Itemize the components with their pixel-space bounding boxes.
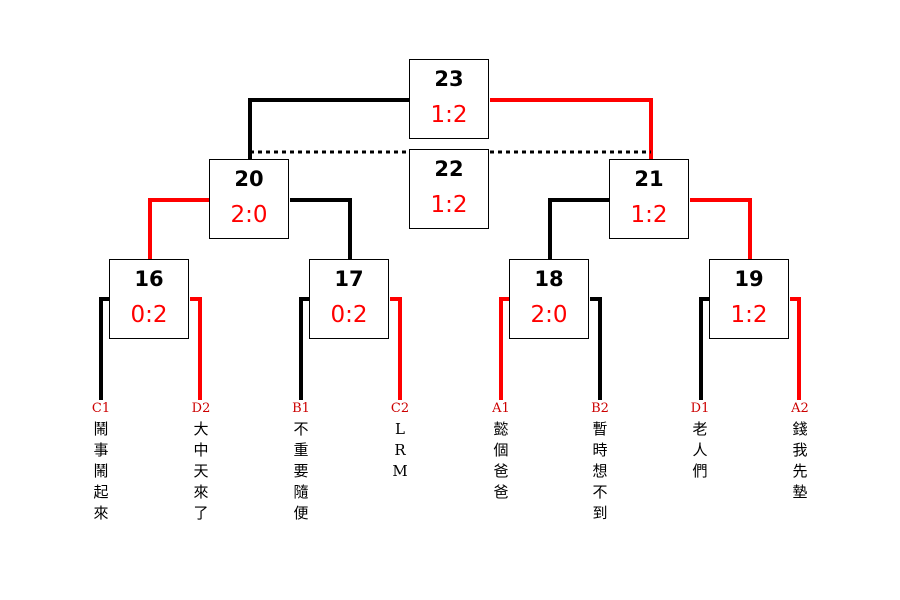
match-box-19: 19 1:2 bbox=[709, 259, 789, 339]
team-name-char: 中 bbox=[193, 441, 209, 459]
team-name-char: 時 bbox=[592, 441, 608, 459]
team-label-b2: B2 暫時想不到 bbox=[588, 398, 612, 524]
team-label-d1: D1 老人們 bbox=[688, 398, 712, 482]
team-name-char: 起 bbox=[93, 483, 109, 501]
team-name-char: 便 bbox=[293, 504, 309, 522]
team-name-char: 想 bbox=[592, 462, 608, 480]
match-score: 1:2 bbox=[430, 192, 468, 218]
team-name-char: 來 bbox=[193, 483, 209, 501]
team-label-b1: B1 不重要隨便 bbox=[289, 398, 313, 524]
match-score: 1:2 bbox=[430, 102, 468, 128]
team-code: A2 bbox=[791, 401, 809, 416]
team-name-char: 了 bbox=[193, 504, 209, 522]
team-label-a1: A1 懿個爸爸 bbox=[489, 398, 513, 503]
team-name-char: 不 bbox=[293, 420, 309, 438]
team-name-char: 懿 bbox=[493, 420, 509, 438]
match-score: 2:0 bbox=[230, 202, 268, 228]
team-code: B2 bbox=[591, 401, 609, 416]
team-code: A1 bbox=[492, 401, 510, 416]
team-name: 鬧事鬧起來 bbox=[89, 419, 113, 524]
connector-19-left bbox=[699, 297, 710, 400]
match-number: 22 bbox=[434, 157, 464, 181]
team-name-char: 暫 bbox=[592, 420, 608, 438]
team-name-char: 隨 bbox=[293, 483, 309, 501]
team-name-char: L bbox=[395, 420, 405, 438]
team-name-char: 到 bbox=[592, 504, 608, 522]
team-name-char: 事 bbox=[93, 441, 109, 459]
match-box-23: 23 1:2 bbox=[409, 59, 489, 139]
match-number: 16 bbox=[134, 267, 164, 291]
match-number: 21 bbox=[634, 167, 664, 191]
team-name-char: 不 bbox=[592, 483, 608, 501]
match-box-20: 20 2:0 bbox=[209, 159, 289, 239]
team-name-char: 要 bbox=[293, 462, 309, 480]
team-name-char: 鬧 bbox=[93, 420, 109, 438]
match-number: 20 bbox=[234, 167, 264, 191]
team-name-char: 個 bbox=[493, 441, 509, 459]
team-label-c1: C1 鬧事鬧起來 bbox=[89, 398, 113, 524]
team-name-char: 爸 bbox=[493, 462, 509, 480]
team-name-char: M bbox=[392, 462, 408, 480]
team-name-char: 來 bbox=[93, 504, 109, 522]
connector-16-left bbox=[99, 297, 110, 400]
connector-18-left bbox=[499, 297, 510, 400]
match-score: 0:2 bbox=[330, 302, 368, 328]
team-name-char: 重 bbox=[293, 441, 309, 459]
team-name-char: 鬧 bbox=[93, 462, 109, 480]
team-name-char: 人 bbox=[692, 441, 708, 459]
team-name-char: 墊 bbox=[792, 483, 808, 501]
match-box-21: 21 1:2 bbox=[609, 159, 689, 239]
team-name-char: R bbox=[394, 441, 406, 459]
match-score: 1:2 bbox=[730, 302, 768, 328]
team-name: 不重要隨便 bbox=[289, 419, 313, 524]
team-label-d2: D2 大中天來了 bbox=[189, 398, 213, 524]
connector-17-left bbox=[299, 297, 310, 400]
connector-23-left bbox=[248, 98, 410, 160]
match-box-18: 18 2:0 bbox=[509, 259, 589, 339]
team-name-char: 錢 bbox=[792, 420, 808, 438]
match-number: 18 bbox=[534, 267, 564, 291]
match-number: 17 bbox=[334, 267, 364, 291]
team-name-char: 們 bbox=[692, 462, 708, 480]
connector-19-right bbox=[790, 297, 801, 400]
team-code: C2 bbox=[390, 401, 410, 416]
team-name: 懿個爸爸 bbox=[489, 419, 513, 503]
connector-17-right bbox=[390, 297, 402, 400]
team-name: 老人們 bbox=[688, 419, 712, 482]
connector-21-left bbox=[548, 198, 610, 260]
team-name-char: 我 bbox=[792, 441, 808, 459]
team-code: D1 bbox=[690, 401, 710, 416]
connector-18-right bbox=[590, 297, 602, 400]
team-name-char: 天 bbox=[193, 462, 209, 480]
connector-23-right bbox=[490, 98, 653, 160]
team-name-char: 大 bbox=[193, 420, 209, 438]
match-number: 19 bbox=[734, 267, 764, 291]
match-score: 0:2 bbox=[130, 302, 168, 328]
connector-21-right bbox=[690, 198, 752, 260]
team-code: D2 bbox=[191, 401, 211, 416]
match-box-16: 16 0:2 bbox=[109, 259, 189, 339]
match-box-17: 17 0:2 bbox=[309, 259, 389, 339]
connector-16-right bbox=[190, 297, 202, 400]
team-label-a2: A2 錢我先墊 bbox=[788, 398, 812, 503]
match-box-22: 22 1:2 bbox=[409, 149, 489, 229]
team-name-char: 先 bbox=[792, 462, 808, 480]
team-name-char: 老 bbox=[692, 420, 708, 438]
team-name-char: 爸 bbox=[493, 483, 509, 501]
team-code: C1 bbox=[91, 401, 111, 416]
team-name: 暫時想不到 bbox=[588, 419, 612, 524]
match-score: 1:2 bbox=[630, 202, 668, 228]
team-name: 錢我先墊 bbox=[788, 419, 812, 503]
match-number: 23 bbox=[434, 67, 464, 91]
team-name: 大中天來了 bbox=[189, 419, 213, 524]
connector-20-left bbox=[148, 198, 210, 260]
match-score: 2:0 bbox=[530, 302, 568, 328]
connector-20-right bbox=[290, 198, 352, 260]
team-code: B1 bbox=[292, 401, 310, 416]
